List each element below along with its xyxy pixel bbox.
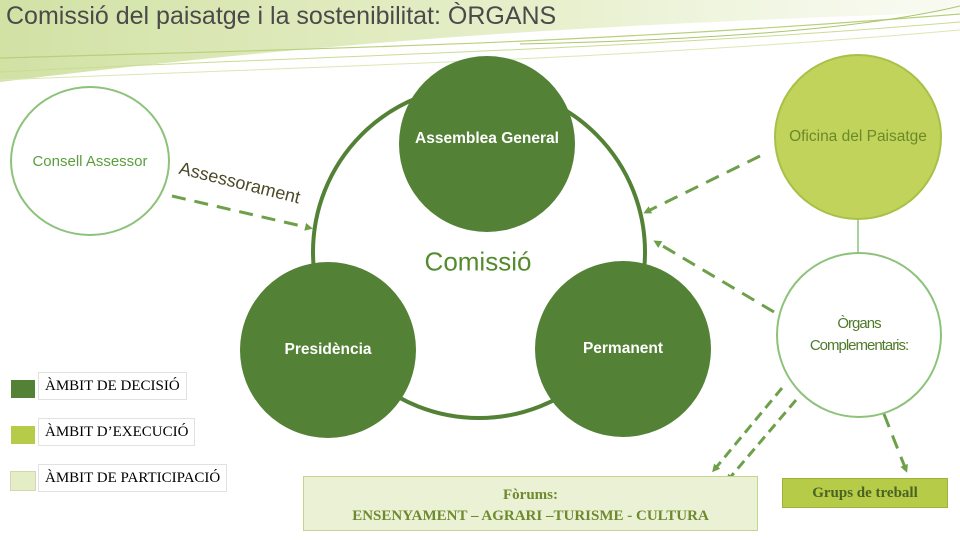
legend-participacio-swatch: [10, 471, 36, 491]
organs-to-forums-arrow-2: [726, 399, 798, 483]
permanent-label: Permanent: [582, 340, 664, 357]
organs-line2: Complementaris:: [809, 337, 909, 354]
oficina-paisatge-node: Oficina del Paisatge: [774, 54, 942, 220]
presidencia-label: Presidència: [284, 341, 372, 358]
forums-title: Fòrums:: [503, 487, 558, 503]
legend-decisio-swatch: [10, 379, 36, 399]
legend-participacio-label: ÀMBIT DE PARTICIPACIÓ: [38, 464, 228, 492]
grups-treball-label: Grups de treball: [812, 485, 918, 501]
organs-to-grups-arrow: [882, 413, 908, 473]
assemblea-general-label: Assemblea General: [415, 130, 559, 147]
oficina-paisatge-label: Oficina del Paisatge: [789, 128, 927, 145]
assemblea-general-node: Assemblea General: [399, 56, 575, 232]
grups-treball-box: Grups de treball: [782, 478, 948, 508]
comissio-label: Comissió: [424, 246, 532, 277]
organs-complementaris-node: Òrgans Complementaris:: [776, 252, 942, 418]
presidencia-node: Presidència: [240, 262, 416, 438]
legend-decisio-label: ÀMBIT DE DECISIÓ: [38, 372, 187, 400]
organs-to-forums-arrow-1: [712, 387, 784, 473]
legend-execucio-label: ÀMBIT D’EXECUCIÓ: [38, 418, 196, 446]
organs-line1: Òrgans: [837, 315, 881, 332]
assessorament-arrow: [171, 194, 313, 231]
legend-execucio-swatch: [10, 425, 36, 445]
oficina-to-comissio-arrow: [643, 154, 761, 214]
page-title: Comissió del paisatge i la sostenibilita…: [6, 2, 557, 30]
consell-assessor-label: Consell Assessor: [32, 152, 148, 170]
forums-list: ENSENYAMENT – AGRARI –TURISME - CULTURA: [352, 508, 709, 524]
permanent-node: Permanent: [535, 261, 711, 437]
consell-assessor-node: Consell Assessor: [10, 86, 170, 236]
forums-box: Fòrums: ENSENYAMENT – AGRARI –TURISME - …: [303, 476, 758, 531]
